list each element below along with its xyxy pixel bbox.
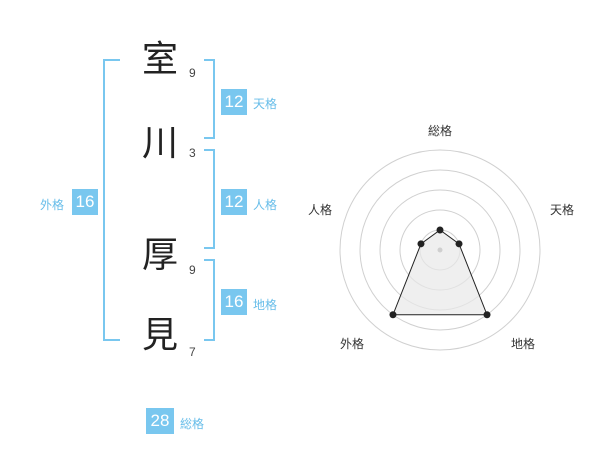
radar-point-lower-right <box>483 311 491 319</box>
jinkaku-value: 12 <box>221 189 247 215</box>
radar-shape <box>389 226 491 319</box>
outer-bracket <box>103 59 120 341</box>
tenkaku-bracket <box>204 59 215 139</box>
radar-point-lower-left <box>389 311 397 319</box>
name-char-3: 厚 <box>142 235 179 276</box>
chikaku-value: 16 <box>221 289 247 315</box>
radar-polygon <box>392 229 488 316</box>
chikaku-bracket <box>204 259 215 341</box>
jinkaku-label: 人格 <box>253 198 278 212</box>
tenkaku-label: 天格 <box>253 97 278 111</box>
soukaku-value: 28 <box>146 408 174 434</box>
radar-point-upper-left <box>417 240 425 248</box>
gaikaku-label: 外格 <box>40 198 65 212</box>
radar-label-upper-right: 天格 <box>550 203 575 217</box>
radar-label-lower-right: 地格 <box>511 337 536 351</box>
soukaku-label: 総格 <box>180 417 205 431</box>
stroke-count-4: 7 <box>189 345 196 359</box>
gaikaku-value: 16 <box>72 189 98 215</box>
radar-point-top <box>436 226 444 234</box>
radar-point-upper-right <box>455 240 463 248</box>
radar-label-lower-left: 外格 <box>340 337 365 351</box>
radar-label-top: 総格 <box>428 124 453 138</box>
stroke-count-2: 3 <box>189 146 196 160</box>
tenkaku-value: 12 <box>221 89 247 115</box>
name-char-1: 室 <box>142 39 179 80</box>
radar-ring <box>359 169 521 331</box>
radar-chart <box>339 149 541 351</box>
chikaku-label: 地格 <box>253 298 278 312</box>
jinkaku-bracket <box>204 149 215 249</box>
radar-center <box>437 247 443 253</box>
stroke-count-3: 9 <box>189 263 196 277</box>
name-char-2: 川 <box>142 123 179 164</box>
stroke-count-1: 9 <box>189 66 196 80</box>
radar-label-upper-left: 人格 <box>308 203 333 217</box>
name-char-4: 見 <box>142 315 179 356</box>
